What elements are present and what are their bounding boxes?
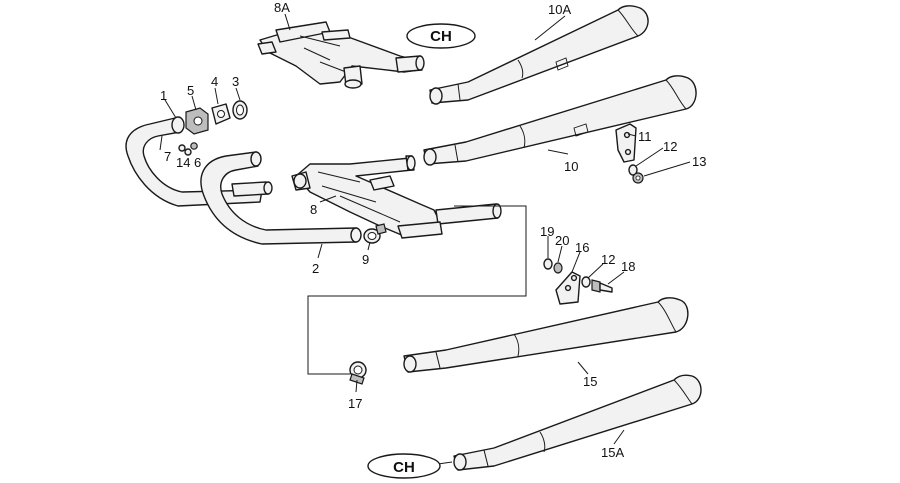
callout-4: 4: [211, 74, 218, 89]
muffler-10: [423, 75, 697, 166]
callout-15a: 15A: [601, 445, 624, 460]
exhaust-pipe-1: [125, 116, 263, 207]
muffler-15: [403, 297, 689, 373]
callout-11: 11: [638, 129, 652, 144]
callout-3: 3: [232, 74, 239, 89]
callout-18: 18: [621, 259, 635, 274]
callout-9: 9: [362, 252, 369, 267]
muffler-10a: [429, 5, 649, 105]
variant-tag-top: CH: [406, 23, 476, 49]
spacer-20: [553, 262, 563, 274]
washer-12-lower: [581, 276, 591, 288]
callout-13: 13: [692, 154, 706, 169]
washer-7: [178, 144, 186, 152]
nut-13: [632, 172, 644, 184]
callout-6: 6: [194, 155, 201, 170]
washer-14: [184, 148, 192, 156]
callout-15: 15: [583, 374, 597, 389]
callout-19: 19: [540, 224, 554, 239]
callout-14: 14: [176, 155, 190, 170]
flange-nut-5: [185, 107, 209, 135]
callout-10a: 10A: [548, 2, 571, 17]
washer-19: [543, 258, 553, 270]
assembly-guide-lines: [307, 205, 527, 375]
clamp-17: [349, 361, 367, 385]
callout-labels: 1 2 3 4 5 6 7 14 8 8A 9 10 10A 11 12 13 …: [160, 0, 706, 460]
bracket-11: [615, 123, 637, 163]
callout-2: 2: [312, 261, 319, 276]
leader-lines: [164, 13, 691, 467]
gasket-ring-3: [232, 100, 248, 120]
callout-10: 10: [564, 159, 578, 174]
callout-7: 7: [164, 149, 171, 164]
flange-4: [211, 103, 231, 125]
exhaust-pipe-2: [200, 151, 362, 245]
nut-6: [190, 142, 198, 150]
bolt-18: [591, 279, 613, 293]
callout-12-lower: 12: [601, 252, 615, 267]
washer-12-upper: [628, 164, 638, 176]
variant-tag-bottom-text: CH: [393, 459, 415, 476]
callout-16: 16: [575, 240, 589, 255]
callout-17: 17: [348, 396, 362, 411]
clamp-9: [363, 223, 387, 244]
bracket-16: [555, 271, 581, 305]
callout-5: 5: [187, 83, 194, 98]
callout-1: 1: [160, 88, 167, 103]
callout-8: 8: [310, 202, 317, 217]
variant-tag-top-text: CH: [430, 28, 452, 45]
callout-8a: 8A: [274, 0, 290, 15]
muffler-15a: [453, 374, 702, 471]
callout-20: 20: [555, 233, 569, 248]
crossover-pipe-8: [291, 155, 502, 239]
callout-12-upper: 12: [663, 139, 677, 154]
variant-tag-bottom: CH: [367, 453, 441, 479]
crossover-pipe-8a: [257, 21, 425, 89]
